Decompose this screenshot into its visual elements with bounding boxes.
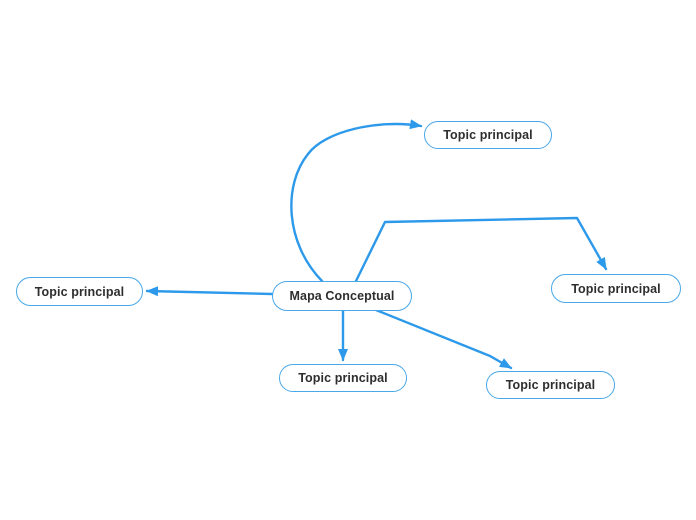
topic-node-label: Topic principal: [571, 281, 661, 296]
topic-node-bottom-center[interactable]: Topic principal: [279, 364, 407, 392]
topic-node-top[interactable]: Topic principal: [424, 121, 552, 149]
topic-node-left[interactable]: Topic principal: [16, 277, 143, 306]
edge-central-to-right[interactable]: [354, 216, 608, 283]
topic-node-label: Topic principal: [298, 371, 388, 385]
edge-central-to-bottom-right[interactable]: [374, 308, 513, 370]
topic-node-label: Mapa Conceptual: [289, 289, 395, 303]
edge-central-to-top[interactable]: [290, 119, 423, 283]
edge-central-to-left[interactable]: [145, 286, 274, 297]
topic-node-central[interactable]: Mapa Conceptual: [272, 281, 412, 311]
topic-node-right[interactable]: Topic principal: [551, 274, 681, 303]
topic-node-bottom-right[interactable]: Topic principal: [486, 371, 615, 399]
topic-node-label: Topic principal: [443, 128, 533, 142]
topic-node-label: Topic principal: [34, 284, 125, 299]
topic-node-label: Topic principal: [505, 378, 596, 392]
